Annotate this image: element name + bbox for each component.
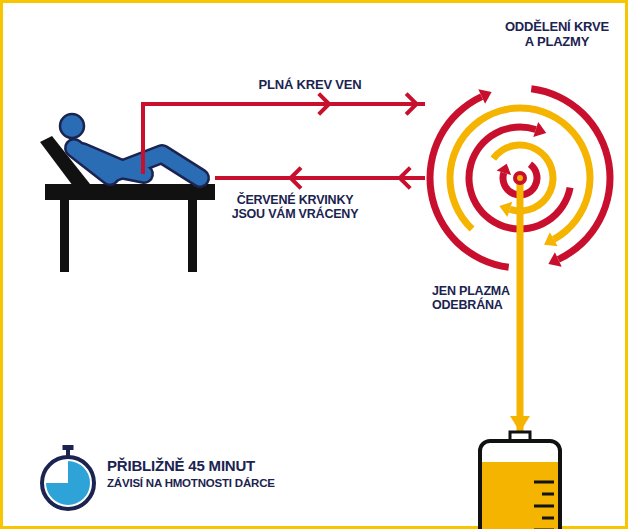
node-heading: ODDĚLENÍ KRVE A PLAZMY <box>501 20 613 50</box>
note-text: PŘIBLIŽNĚ 45 MINUT <box>107 457 255 474</box>
spiral-core-dot <box>517 175 523 181</box>
flow-connector <box>215 176 425 180</box>
spiral-arrowhead <box>544 232 557 246</box>
bag-body <box>480 441 560 529</box>
arrow-chevron <box>291 169 300 187</box>
donor-limb <box>82 152 144 174</box>
spiral-arrowhead <box>497 164 512 175</box>
donor-on-bed-graphic <box>40 108 215 272</box>
flow-connector-group <box>143 95 425 113</box>
separation-centrifuge: ODDĚLENÍ KRVE A PLAZMY <box>425 12 615 275</box>
arrow-chevron <box>408 95 417 113</box>
bed-leg <box>188 200 197 272</box>
plasma-outflow <box>517 178 524 275</box>
plasma-bag-graphic <box>470 432 570 529</box>
bag-plasma-fill <box>482 462 558 529</box>
note-text: ZÁVISÍ NA HMOTNOSTI DÁRCE <box>107 477 275 490</box>
spiral-arrowhead <box>548 252 561 266</box>
bed-leg <box>60 200 69 272</box>
edge-label: PLNÁ KREV VEN <box>245 78 375 93</box>
bag-outline <box>480 441 560 529</box>
centrifuge-spiral <box>427 85 614 275</box>
spiral-arrowhead <box>499 202 512 217</box>
arrow-chevron <box>320 95 329 113</box>
flow-connector <box>517 275 524 432</box>
edge-label: JEN PLAZMA ODEBRÁNA <box>432 284 518 313</box>
donor-on-bed <box>40 108 215 272</box>
separation-centrifuge-graphic <box>425 12 615 275</box>
bag-scale-tick <box>542 517 554 520</box>
spiral-arrowhead <box>533 122 546 137</box>
arrow-head <box>510 416 530 432</box>
flow-connector-group <box>510 275 530 432</box>
stopwatch-face <box>42 457 94 509</box>
arrow-chevron <box>400 169 409 187</box>
donor-head <box>60 114 84 138</box>
spiral-arrowhead <box>478 89 491 103</box>
bag-scale-tick <box>534 505 554 508</box>
stopwatch-icon <box>42 445 94 509</box>
plasma-bag <box>470 432 570 529</box>
flow-connector-group <box>215 169 425 187</box>
bag-scale-tick <box>534 481 554 484</box>
spiral-core <box>513 171 527 185</box>
stopwatch-elapsed-wedge <box>46 461 90 505</box>
edge-label: ČERVENÉ KRVINKY JSOU VÁM VRÁCENY <box>222 193 368 222</box>
bag-scale-tick <box>542 493 554 496</box>
bed-top <box>45 184 215 200</box>
flow-connector <box>143 104 425 108</box>
blood-tube <box>141 108 145 174</box>
